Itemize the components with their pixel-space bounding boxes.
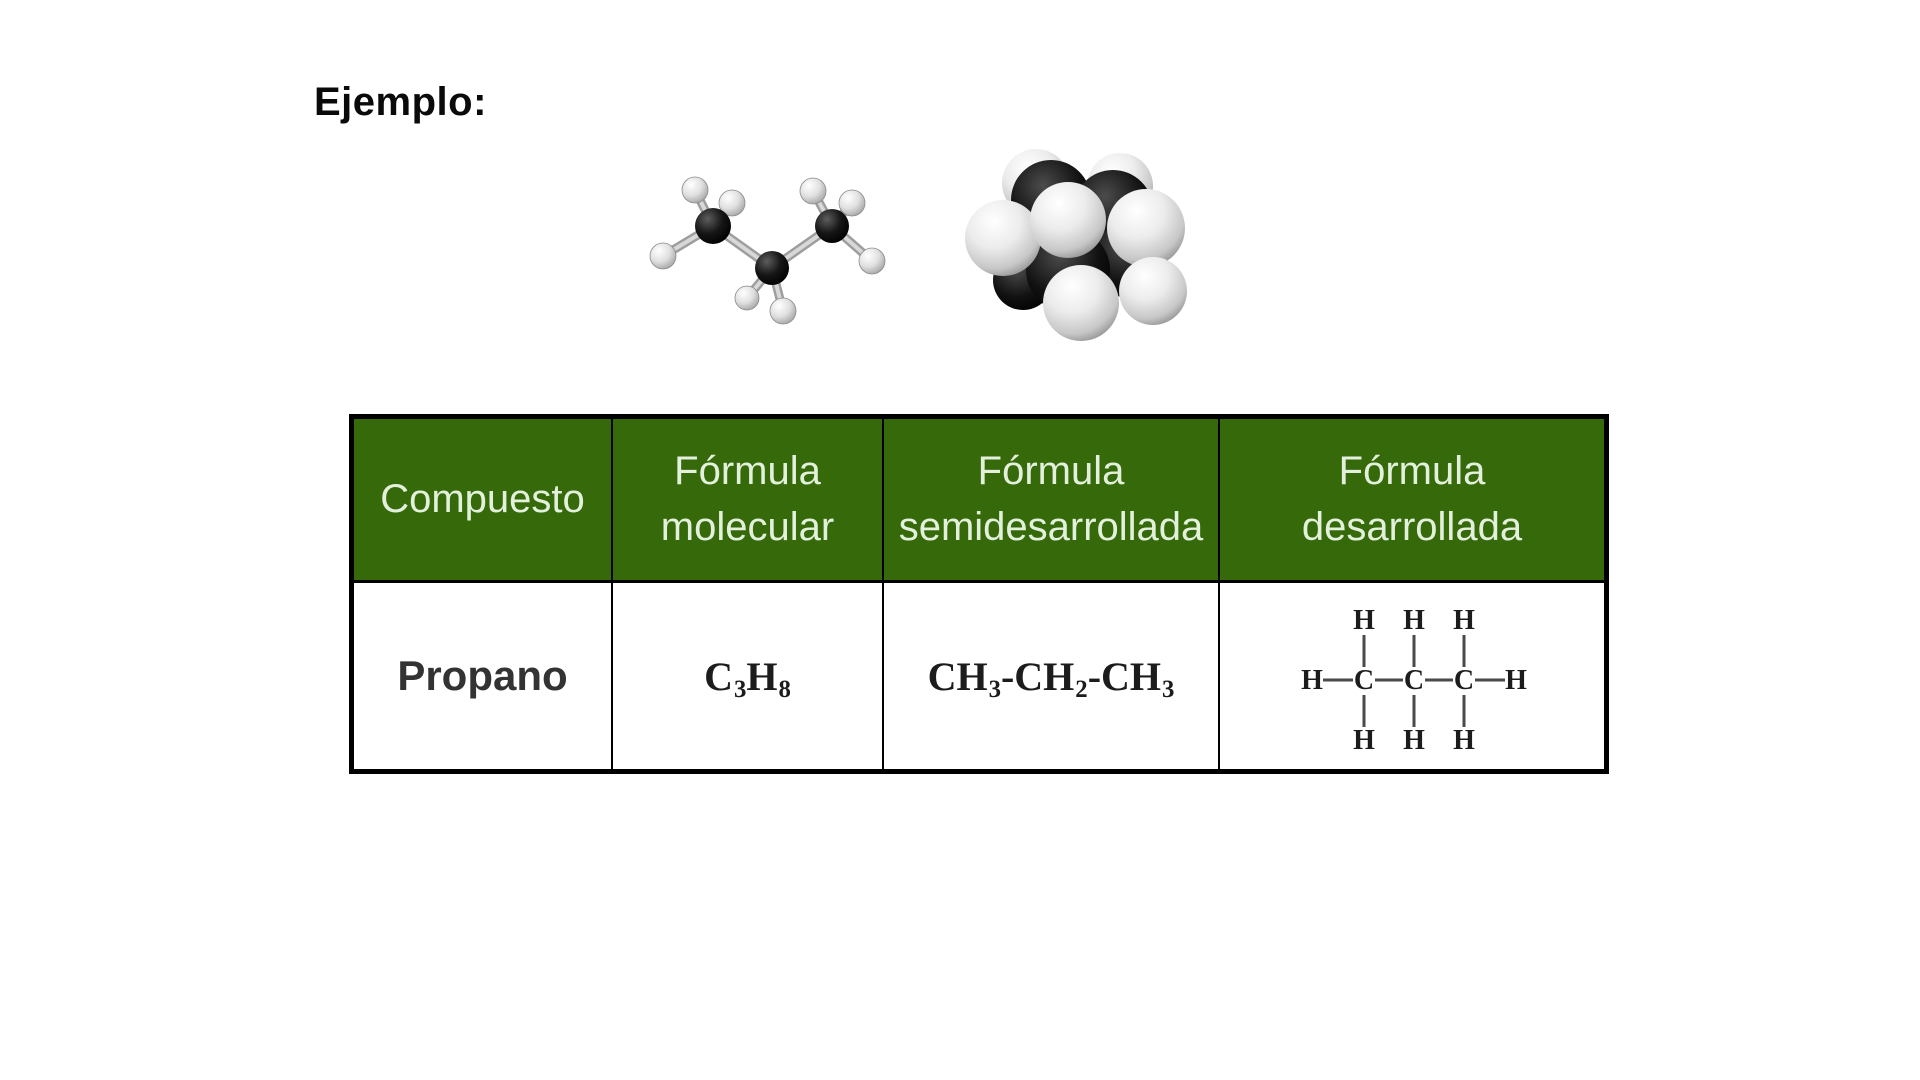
carbon-spheres: [695, 208, 849, 285]
c-atom: C: [1354, 665, 1374, 696]
header-label: Compuesto: [380, 476, 585, 521]
h-atom: H: [1453, 725, 1475, 751]
hydrogen-spheres-back: [718, 189, 866, 217]
hydrogen-spheres: [965, 182, 1187, 341]
page-title: Ejemplo:: [314, 80, 487, 124]
molecular-formula: C3H8: [704, 653, 791, 703]
h-atom: H: [1505, 665, 1527, 696]
h-atom: H: [1301, 665, 1323, 696]
header-cell-formula-semidesarrollada: Fórmula semidesarrollada: [884, 419, 1220, 583]
bond-lines: [1323, 635, 1505, 727]
header-label-line2: desarrollada: [1301, 504, 1523, 549]
header-label-line2: semidesarrollada: [898, 504, 1204, 549]
header-cell-compuesto: Compuesto: [354, 419, 613, 583]
h-atom: H: [1353, 605, 1375, 636]
header-label-line1: Fórmula: [1338, 449, 1486, 494]
h-atom: H: [1453, 605, 1475, 636]
header-label-line1: Fórmula: [977, 449, 1125, 494]
cell-developed-formula: H H H H C C C H H H H: [1220, 583, 1604, 769]
semideveloped-formula: CH3-CH2-CH3: [927, 653, 1175, 703]
h-atom: H: [1353, 725, 1375, 751]
header-cell-formula-molecular: Fórmula molecular: [613, 419, 884, 583]
structural-formula-diagram: H H H H C C C H H H H: [1301, 605, 1527, 751]
cell-molecular-formula: C3H8: [613, 583, 884, 769]
ball-and-stick-model-image: [649, 176, 886, 325]
h-atom: H: [1403, 725, 1425, 751]
formulas-table: Compuesto Fórmula molecular Fórmula semi…: [349, 414, 1609, 774]
compound-name: Propano: [397, 652, 568, 699]
hydrogen-spheres: [649, 176, 886, 325]
header-label-line1: Fórmula: [674, 449, 821, 494]
c-atom: C: [1404, 665, 1424, 696]
header-cell-formula-desarrollada: Fórmula desarrollada: [1220, 419, 1604, 583]
atom-labels: H H H H C C C H H H H: [1301, 605, 1527, 751]
h-atom: H: [1403, 605, 1425, 636]
cell-compound-name: Propano: [354, 583, 613, 769]
c-atom: C: [1454, 665, 1474, 696]
space-filling-model-image: [965, 149, 1187, 341]
cell-semideveloped-formula: CH3-CH2-CH3: [884, 583, 1220, 769]
header-label-line2: molecular: [660, 504, 835, 549]
